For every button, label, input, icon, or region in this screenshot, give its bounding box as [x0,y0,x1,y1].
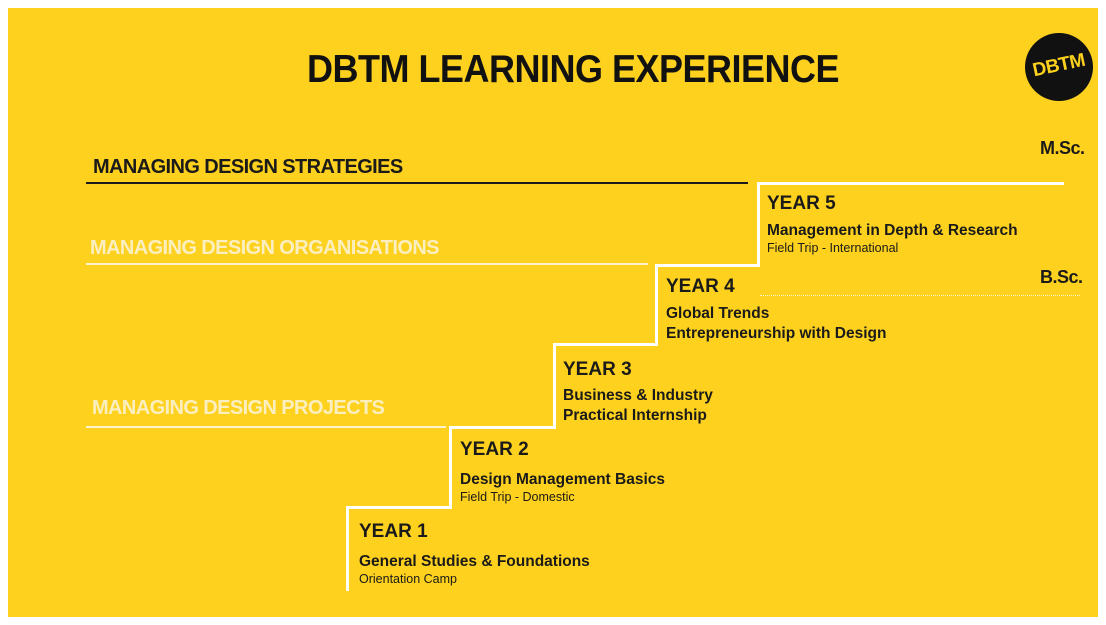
year-5-desc: Management in Depth & Research [767,222,1018,239]
year-2-sub: Field Trip - Domestic [460,490,575,504]
year-2-label: YEAR 2 [460,439,529,460]
page-title: DBTM LEARNING EXPERIENCE [306,46,840,91]
degree-bsc: B.Sc. [1040,267,1083,287]
year-4-label: YEAR 4 [666,276,735,297]
year-3-block: YEAR 3 Business & Industry Practical Int… [563,359,713,426]
year-4-line-1: Global Trends [666,305,770,322]
bsc-dotted-rule [760,295,1080,296]
projects-rule [86,426,446,428]
year-3-line-2: Practical Internship [563,407,707,424]
track-organisations: MANAGING DESIGN ORGANISATIONS [90,237,440,259]
year-1-sub: Orientation Camp [359,572,457,586]
organisations-rule [86,263,648,265]
diagram-panel: DBTM LEARNING EXPERIENCE DBTM MANAGING D… [8,8,1098,617]
step-1-riser [346,506,349,591]
track-strategies: MANAGING DESIGN STRATEGIES [93,156,403,178]
year-5-label: YEAR 5 [767,193,836,214]
step-3-riser [553,343,556,429]
year-2-block: YEAR 2 Design Management Basics Field Tr… [460,439,665,504]
year-5-block: YEAR 5 Management in Depth & Research Fi… [767,193,1018,255]
step-4-tread [655,264,759,267]
degree-msc: M.Sc. [1040,138,1085,158]
year-3-label: YEAR 3 [563,359,632,380]
year-3-line-1: Business & Industry [563,387,713,404]
year-1-block: YEAR 1 General Studies & Foundations Ori… [359,521,590,586]
step-1-tread [346,506,450,509]
step-5-tread [757,182,1064,185]
strategies-rule [86,182,748,184]
year-4-line-2: Entrepreneurship with Design [666,325,887,342]
dbtm-logo: DBTM [1025,33,1093,101]
step-2-tread [449,426,555,429]
year-5-sub: Field Trip - International [767,241,899,255]
step-4-riser [655,264,658,346]
step-3-tread [553,343,657,346]
year-1-desc: General Studies & Foundations [359,553,590,570]
year-2-desc: Design Management Basics [460,471,666,488]
logo-text: DBTM [1030,49,1087,82]
year-4-block: YEAR 4 Global Trends Entrepreneurship wi… [666,276,886,344]
track-projects: MANAGING DESIGN PROJECTS [92,397,385,419]
step-2-riser [449,426,452,509]
year-1-label: YEAR 1 [359,521,428,542]
step-5-riser [757,182,760,267]
